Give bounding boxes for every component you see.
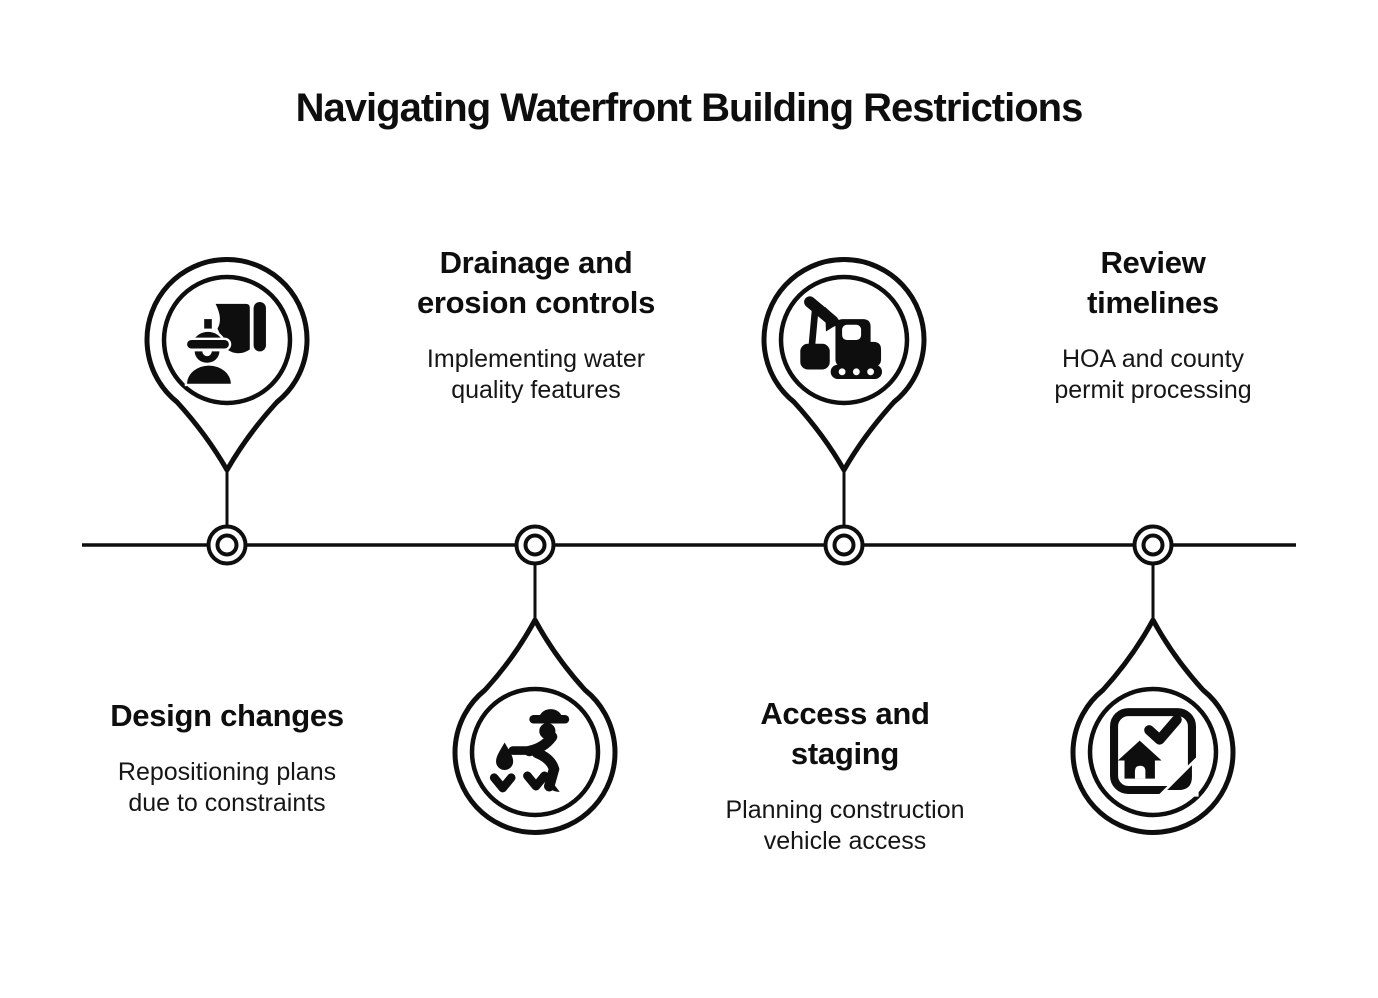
timeline-node-1 — [206, 524, 248, 566]
excavator-icon — [800, 296, 882, 379]
page-title: Navigating Waterfront Building Restricti… — [295, 86, 1084, 130]
item-access-staging: Access and staging Planning construction… — [665, 694, 1025, 857]
pin-marker-design-changes — [144, 257, 310, 473]
timeline-node-4 — [1132, 524, 1174, 566]
item-heading: Drainage and erosion controls — [416, 245, 656, 320]
timeline-node-2 — [514, 524, 556, 566]
farmer-watering-plants-icon — [489, 709, 570, 793]
item-description: HOA and county permit processing — [1054, 345, 1252, 404]
item-review-timelines: Review timelines HOA and county permit p… — [982, 243, 1324, 406]
pin-marker-review-timelines — [1070, 617, 1236, 835]
item-heading: Review timelines — [1087, 245, 1219, 320]
item-heading: Design changes — [110, 698, 344, 733]
pin-marker-access-staging — [761, 257, 927, 473]
house-permit-check-icon — [1110, 708, 1199, 797]
engineer-blueprint-icon — [184, 302, 266, 387]
item-heading: Access and staging — [760, 696, 930, 771]
item-description: Planning construction vehicle access — [725, 796, 965, 855]
item-description: Repositioning plans due to constraints — [117, 758, 337, 817]
item-description: Implementing water quality features — [426, 345, 646, 404]
pin-marker-drainage — [452, 617, 618, 835]
item-design-changes: Design changes Repositioning plans due t… — [47, 696, 407, 819]
item-drainage-erosion: Drainage and erosion controls Implementi… — [365, 243, 707, 406]
timeline-node-3 — [823, 524, 865, 566]
